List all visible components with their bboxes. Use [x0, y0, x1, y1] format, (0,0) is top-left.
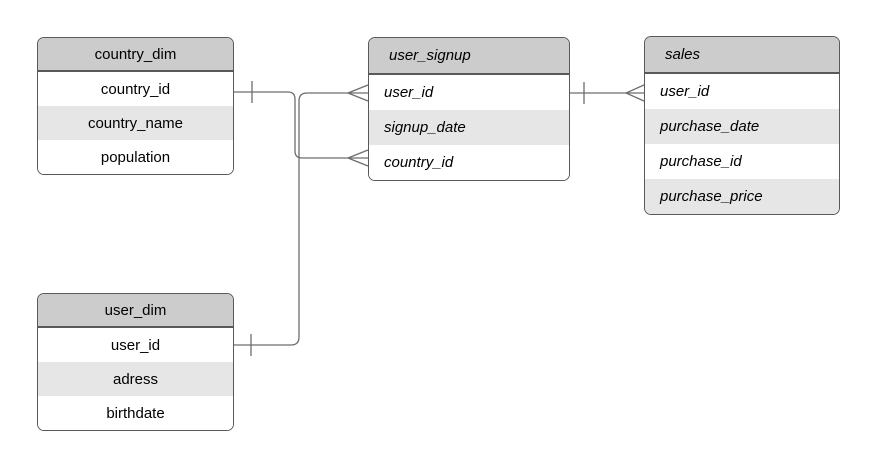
edge-country_dim-to-user_signup[interactable] [234, 81, 369, 167]
many-cardinality-crowfoot [347, 84, 369, 102]
table-row-user_id[interactable]: user_id [645, 74, 839, 109]
table-header-country_dim[interactable]: country_dim [38, 38, 233, 72]
table-row-country_id[interactable]: country_id [369, 145, 569, 180]
edge-user_signup-to-sales[interactable] [570, 82, 645, 104]
edge-line [234, 91, 368, 159]
table-country_dim[interactable]: country_dim country_id country_name popu… [37, 37, 234, 175]
table-row-country_name[interactable]: country_name [38, 106, 233, 140]
table-header-user_dim[interactable]: user_dim [38, 294, 233, 328]
table-header-user_signup[interactable]: user_signup [369, 38, 569, 75]
edge-user_dim-to-user_signup[interactable] [234, 84, 369, 356]
table-user_dim[interactable]: user_dim user_id adress birthdate [37, 293, 234, 431]
table-user_signup[interactable]: user_signup user_id signup_date country_… [368, 37, 570, 181]
many-cardinality-crowfoot [347, 149, 369, 167]
table-row-adress[interactable]: adress [38, 362, 233, 396]
table-row-purchase_price[interactable]: purchase_price [645, 179, 839, 214]
table-row-country_id[interactable]: country_id [38, 72, 233, 106]
table-row-signup_date[interactable]: signup_date [369, 110, 569, 145]
table-row-birthdate[interactable]: birthdate [38, 396, 233, 430]
table-header-sales[interactable]: sales [645, 37, 839, 74]
table-row-purchase_id[interactable]: purchase_id [645, 144, 839, 179]
many-cardinality-crowfoot [625, 84, 645, 102]
table-row-user_id[interactable]: user_id [369, 75, 569, 110]
table-row-population[interactable]: population [38, 140, 233, 174]
table-row-user_id[interactable]: user_id [38, 328, 233, 362]
edge-line [234, 92, 368, 346]
table-sales[interactable]: sales user_id purchase_date purchase_id … [644, 36, 840, 215]
table-row-purchase_date[interactable]: purchase_date [645, 109, 839, 144]
